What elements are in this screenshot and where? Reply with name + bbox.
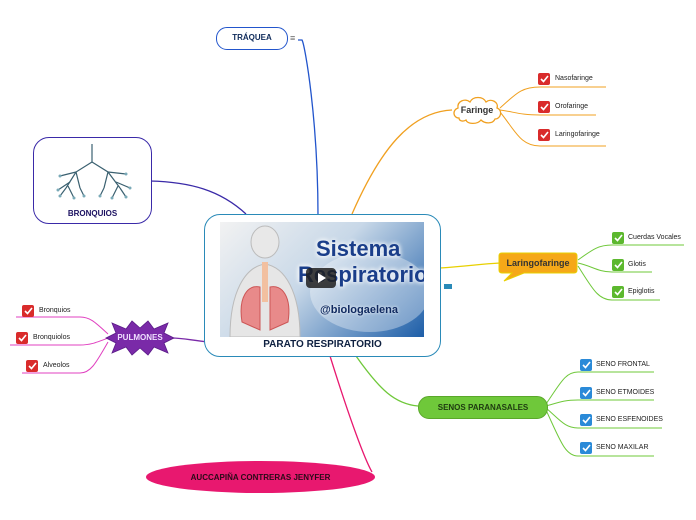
check-icon bbox=[22, 305, 34, 317]
laringofaringe-child-1[interactable]: Cuerdas Vocales bbox=[628, 234, 681, 241]
link-faringe-orofaringe bbox=[499, 109, 596, 116]
play-icon bbox=[318, 273, 326, 283]
node-bronquios-label: BRONQUIOS bbox=[67, 209, 118, 218]
link-traquea bbox=[298, 39, 319, 217]
faringe-child-3[interactable]: Laringofaringe bbox=[555, 131, 600, 138]
node-traquea-label: TRÁQUEA bbox=[232, 33, 272, 42]
node-traquea[interactable]: TRÁQUEA bbox=[216, 27, 288, 50]
node-pulmones-label: PULMONES bbox=[117, 333, 163, 342]
node-laringofaringe-label: Laringofaringe bbox=[506, 258, 570, 268]
body-anatomy-illustration bbox=[229, 225, 424, 337]
node-faringe-label: Faringe bbox=[460, 105, 494, 115]
link-faringe-nasofaringe bbox=[499, 86, 606, 109]
bronchial-tree-image bbox=[56, 144, 132, 200]
senos-child-4[interactable]: SENO MAXILAR bbox=[596, 444, 649, 451]
link-laringo-cuerdas bbox=[577, 244, 684, 261]
central-image-video[interactable]: Sistema Respiratorio @biologaelena bbox=[220, 222, 424, 337]
node-faringe-shape[interactable] bbox=[451, 94, 503, 126]
note-icon[interactable]: ≡ bbox=[290, 33, 296, 43]
senos-child-3[interactable]: SENO ESFENOIDES bbox=[596, 416, 663, 423]
node-laringofaringe-shape[interactable] bbox=[498, 250, 580, 284]
link-author bbox=[329, 355, 373, 473]
check-icon bbox=[612, 286, 624, 298]
laringofaringe-child-3[interactable]: Epiglotis bbox=[628, 288, 655, 295]
node-senos[interactable]: SENOS PARANASALES bbox=[418, 396, 548, 419]
link-faringe bbox=[351, 109, 453, 215]
collapse-marker-icon[interactable] bbox=[444, 284, 452, 289]
play-button[interactable] bbox=[306, 268, 336, 288]
faringe-child-2[interactable]: Orofaringe bbox=[555, 103, 589, 110]
link-faringe-laringofaringe bbox=[499, 111, 606, 147]
laringofaringe-child-2[interactable]: Glotis bbox=[628, 261, 646, 268]
check-icon bbox=[612, 259, 624, 271]
check-icon bbox=[538, 129, 550, 141]
central-title: PARATO RESPIRATORIO bbox=[263, 339, 382, 350]
link-laringo-epiglotis bbox=[577, 265, 660, 301]
senos-child-2[interactable]: SENO ETMOIDES bbox=[596, 389, 655, 396]
check-icon bbox=[538, 73, 550, 85]
link-senos-frontal bbox=[545, 371, 654, 405]
node-author[interactable]: AUCCAPIÑA CONTRERAS JENYFER bbox=[146, 461, 375, 493]
check-icon bbox=[16, 332, 28, 344]
link-senos bbox=[355, 355, 419, 407]
pulmones-child-3[interactable]: Alveolos bbox=[43, 362, 70, 369]
image-title-line1: Sistema bbox=[316, 236, 401, 261]
pulmones-child-2[interactable]: Bronquiolos bbox=[33, 334, 70, 341]
node-author-label: AUCCAPIÑA CONTRERAS JENYFER bbox=[190, 473, 331, 482]
node-bronquios[interactable]: BRONQUIOS bbox=[33, 137, 152, 224]
check-icon bbox=[580, 414, 592, 426]
check-icon bbox=[580, 359, 592, 371]
link-laringo-glotis bbox=[577, 262, 652, 273]
check-icon bbox=[26, 360, 38, 372]
link-senos-maxilar bbox=[545, 409, 654, 457]
pulmones-child-1[interactable]: Bronquios bbox=[39, 307, 71, 314]
faringe-child-1[interactable]: Nasofaringe bbox=[555, 75, 593, 82]
senos-child-1[interactable]: SENO FRONTAL bbox=[596, 361, 650, 368]
link-senos-etmoides bbox=[545, 399, 654, 407]
image-handle: @biologaelena bbox=[320, 304, 398, 316]
link-pulmones-bronquios bbox=[16, 316, 109, 335]
check-icon bbox=[538, 101, 550, 113]
link-bronquios bbox=[149, 180, 247, 215]
node-senos-label: SENOS PARANASALES bbox=[437, 403, 529, 412]
node-pulmones-shape[interactable] bbox=[104, 320, 176, 356]
check-icon bbox=[580, 387, 592, 399]
link-pulmones bbox=[171, 337, 209, 343]
link-pulmones-bronquiolos bbox=[10, 337, 109, 346]
check-icon bbox=[612, 232, 624, 244]
check-icon bbox=[580, 442, 592, 454]
link-senos-esfenoides bbox=[545, 407, 662, 429]
link-pulmones-alveolos bbox=[22, 341, 109, 374]
link-laringofaringe bbox=[439, 262, 501, 269]
central-node[interactable]: Sistema Respiratorio @biologaelena PARAT… bbox=[204, 214, 441, 357]
